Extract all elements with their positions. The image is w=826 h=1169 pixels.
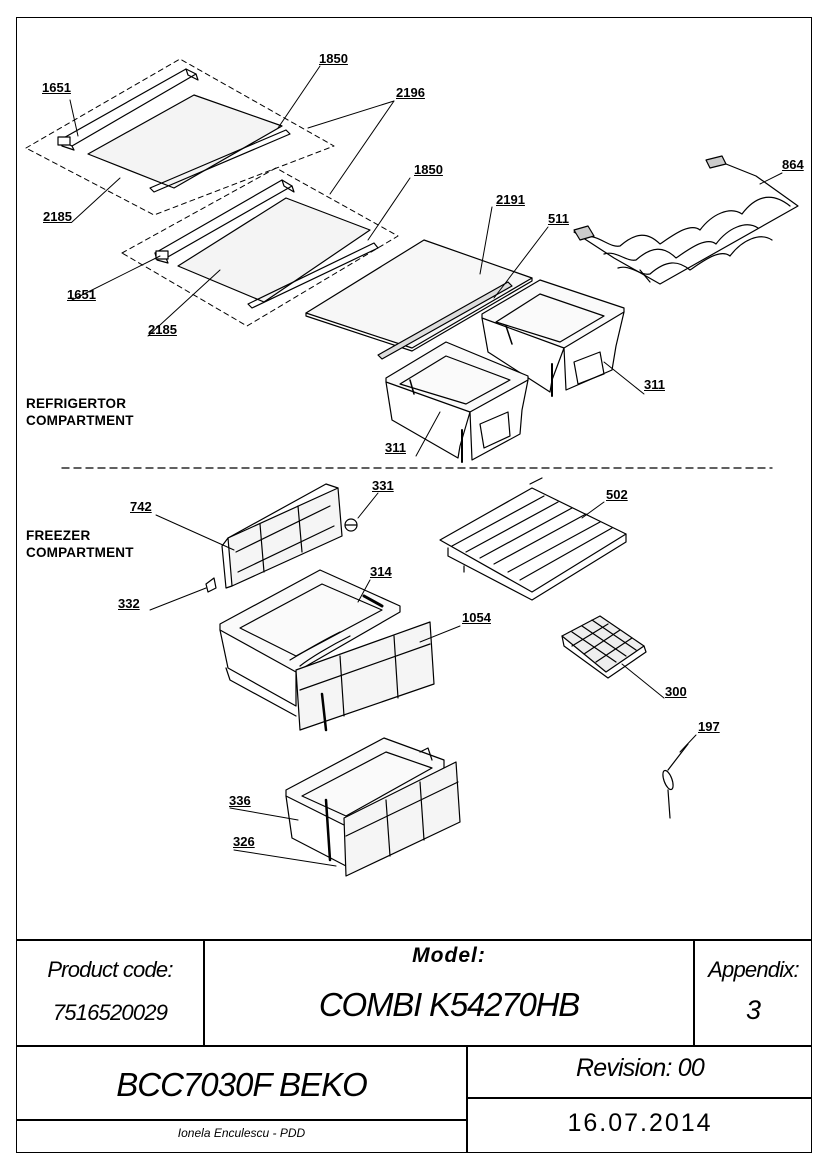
exploded-parts-diagram <box>25 58 799 877</box>
revision: Revision: 00 <box>576 1054 705 1082</box>
part-label-300: 300 <box>665 684 687 699</box>
freezer-drawer-upper <box>219 569 401 717</box>
glass-shelf-lower <box>154 179 379 309</box>
part-label-197: 197 <box>698 719 720 734</box>
seal-strip <box>377 281 513 360</box>
freezer-compartment-heading: FREEZER COMPARTMENT <box>26 527 134 561</box>
hinge-331 <box>344 518 358 532</box>
part-label-332: 332 <box>118 596 140 611</box>
crisper-drawer-left <box>385 341 529 463</box>
part-label-314: 314 <box>370 564 392 579</box>
drawing-sheet <box>16 17 812 1153</box>
crisper-drawer-right <box>481 279 625 397</box>
part-label-311-right: 311 <box>644 377 665 392</box>
ice-cube-tray <box>561 615 647 679</box>
part-label-502: 502 <box>606 487 628 502</box>
refrigerator-heading-line2: COMPARTMENT <box>26 413 134 428</box>
drawer-front-1054 <box>295 621 435 732</box>
author: Ionela Enculescu - PDD <box>177 1126 306 1140</box>
wine-rack <box>573 155 799 285</box>
part-label-311-left: 311 <box>385 440 406 455</box>
part-label-336: 336 <box>229 793 251 808</box>
part-label-1651-upper: 1651 <box>42 80 71 95</box>
freezer-flap <box>221 483 343 589</box>
freezer-wire-shelf <box>439 477 627 601</box>
part-label-1850-upper: 1850 <box>319 51 348 66</box>
title-block-divider-2 <box>693 939 695 1045</box>
title-block-revision-line <box>466 1097 812 1099</box>
hinge-332 <box>205 577 217 593</box>
revision-date: 16.07.2014 <box>567 1109 713 1137</box>
model-label: Model: <box>412 944 486 967</box>
ice-scoop <box>662 743 689 819</box>
title-block-top-line <box>16 939 812 941</box>
part-label-1850-lower: 1850 <box>414 162 443 177</box>
part-label-2196: 2196 <box>396 85 425 100</box>
freezer-heading-line2: COMPARTMENT <box>26 545 134 560</box>
part-label-1651-lower: 1651 <box>67 287 96 302</box>
part-label-2191: 2191 <box>496 192 525 207</box>
refrigerator-compartment-heading: REFRIGERTOR COMPARTMENT <box>26 395 134 429</box>
part-label-2185-upper: 2185 <box>43 209 72 224</box>
part-label-511: 511 <box>548 211 569 226</box>
title-block-divider-1 <box>203 939 205 1045</box>
freezer-heading-line1: FREEZER <box>26 528 91 543</box>
model-value: COMBI K54270HB <box>318 986 580 1023</box>
leader-lines <box>69 65 783 867</box>
part-label-864: 864 <box>782 157 804 172</box>
product-code-label: Product code: <box>47 957 173 982</box>
glass-shelf-upper <box>57 68 291 193</box>
appendix-label: Appendix: <box>708 957 799 982</box>
shelf-assembly-upper <box>25 58 335 216</box>
part-label-331: 331 <box>372 478 394 493</box>
part-label-1054: 1054 <box>462 610 491 625</box>
part-label-742: 742 <box>130 499 152 514</box>
part-label-2185-lower: 2185 <box>148 322 177 337</box>
title-block-middle-line <box>16 1045 812 1047</box>
appendix-value: 3 <box>745 995 762 1025</box>
brand-model: BCC7030F BEKO <box>116 1066 368 1103</box>
refrigerator-heading-line1: REFRIGERTOR <box>26 396 127 411</box>
title-block-author-line <box>16 1119 466 1121</box>
drawer-front-lower <box>324 761 461 877</box>
part-label-326: 326 <box>233 834 255 849</box>
product-code-value: 7516520029 <box>52 1000 168 1025</box>
crisper-cover-glass <box>305 239 533 352</box>
title-block-divider-3 <box>466 1045 468 1153</box>
shelf-assembly-lower <box>121 167 399 327</box>
